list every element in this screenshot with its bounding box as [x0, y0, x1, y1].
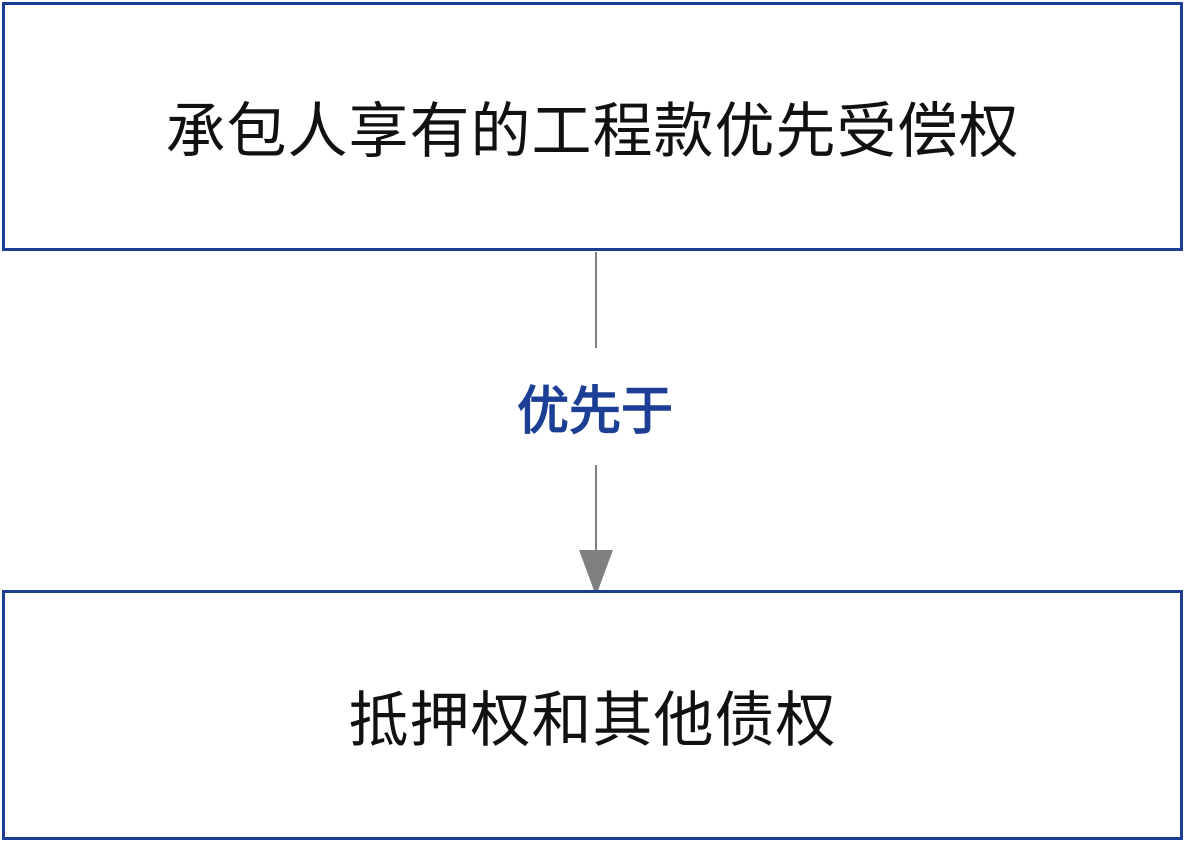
top-node: 承包人享有的工程款优先受偿权 — [2, 2, 1183, 251]
bottom-node: 抵押权和其他债权 — [2, 590, 1183, 840]
relation-label: 优先于 — [445, 366, 745, 446]
top-node-label: 承包人享有的工程款优先受偿权 — [165, 97, 1020, 167]
bottom-node-label: 抵押权和其他债权 — [348, 685, 837, 756]
